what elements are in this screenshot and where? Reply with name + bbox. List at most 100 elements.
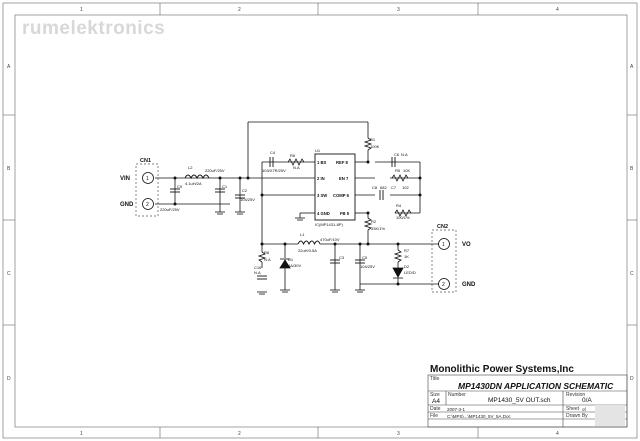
- resistor-r5: [391, 174, 409, 182]
- c6-value: N.A: [401, 152, 408, 157]
- revision-label: Revision: [566, 392, 586, 398]
- cn2-pin1: 1: [442, 242, 445, 248]
- vin-label: VIN: [120, 176, 130, 182]
- border-row-left-c: C: [7, 271, 11, 277]
- junction-dot: [260, 242, 264, 246]
- capacitor-c9: [170, 188, 180, 193]
- junction-dot: [238, 176, 242, 180]
- inductors: [184, 174, 321, 246]
- r5-label: R5: [395, 168, 401, 173]
- c4-label: C4: [270, 150, 276, 155]
- date-value: 2007-3-1: [447, 407, 466, 412]
- r4-label: R4: [396, 203, 402, 208]
- drawn-by-label: Drawn By: [566, 413, 588, 419]
- capacitor-c6: [391, 157, 396, 167]
- revision-value: 0/A: [582, 397, 592, 404]
- junction-dot: [333, 242, 337, 246]
- border-row-right-d: D: [630, 376, 634, 382]
- c5-value: 104/25V: [360, 264, 375, 269]
- l2-label: L2: [188, 165, 193, 170]
- r6-label: R6: [290, 153, 296, 158]
- border-col-top-4: 4: [556, 7, 559, 13]
- junction-dot: [418, 176, 422, 180]
- junction-dot: [173, 176, 177, 180]
- c10-value: 220uF/25V: [160, 207, 180, 212]
- cn1-pin2: 2: [146, 202, 149, 208]
- title-label: Title: [430, 376, 440, 382]
- border-col-top-3: 3: [397, 7, 400, 13]
- junction-dot: [218, 176, 222, 180]
- border-col-bottom-3: 3: [397, 431, 400, 437]
- resistor-r4: [394, 209, 412, 217]
- c8-value: 682: [380, 185, 387, 190]
- c7-label: C7: [391, 185, 397, 190]
- c8-label: C8: [372, 185, 378, 190]
- company-name: Monolithic Power Systems,Inc: [430, 364, 574, 375]
- ground-symbol: [257, 291, 267, 295]
- junction-dot: [173, 202, 177, 206]
- resistors: [257, 137, 412, 263]
- cn1-label: CN1: [140, 158, 151, 164]
- c6-label: C6: [394, 152, 400, 157]
- u1-pin6: COMP 6: [333, 193, 350, 198]
- size-value: A4: [432, 398, 440, 405]
- connector-cn1: [135, 163, 159, 217]
- sheet-label: Sheet: [566, 406, 580, 412]
- junction-dot: [396, 242, 400, 246]
- title-block: [427, 374, 628, 428]
- watermark-text: rumelektronics: [22, 18, 166, 39]
- resistor-r7: [393, 249, 403, 263]
- inductor-l2: [184, 174, 210, 180]
- junction-dot: [246, 176, 250, 180]
- schematic-title: MP1430DN APPLICATION SCHEMATIC: [458, 381, 614, 391]
- c1-label: C1: [222, 184, 228, 189]
- junction-dot: [260, 193, 264, 197]
- junction-dot: [396, 282, 400, 286]
- r4-value: 100/1%: [396, 215, 410, 220]
- capacitors: [170, 157, 396, 280]
- led-d2: [392, 267, 404, 279]
- gnd-out-label: GND: [462, 282, 476, 288]
- r5-value: 10K: [403, 168, 410, 173]
- r7-value: 1K: [404, 254, 409, 259]
- number-value: MP1430_5V OUT.sch: [488, 397, 551, 404]
- u1-label: U1: [315, 148, 321, 153]
- border-col-top-2: 2: [238, 7, 241, 13]
- border-row-right-c: C: [630, 271, 634, 277]
- junction-dot: [366, 242, 370, 246]
- l1-label: L1: [300, 232, 305, 237]
- l2-value: 4.1uH/2A: [185, 181, 202, 186]
- d1-value: 4A/30V: [288, 263, 301, 268]
- u1-pin4: 4 GND: [317, 211, 330, 216]
- size-label: Size: [430, 392, 440, 398]
- resistor-r6: [287, 158, 305, 166]
- capacitor-c5: [355, 259, 365, 264]
- resistor-r1: [363, 137, 373, 151]
- c16-label: C16: [254, 265, 262, 270]
- border-col-bottom-4: 4: [556, 431, 559, 437]
- junction-dot: [283, 242, 287, 246]
- c2-value: 104/25V: [240, 197, 255, 202]
- c16-value: N.A: [254, 270, 261, 275]
- ground-symbol: [280, 289, 290, 293]
- u1-part: IC(MP1431-8P): [315, 222, 343, 227]
- r1-label: R1: [370, 137, 376, 142]
- cn2-label: CN2: [437, 224, 448, 230]
- capacitor-c4: [269, 157, 274, 167]
- sheet-value: of: [582, 407, 586, 412]
- border-row-right-b: B: [630, 166, 634, 172]
- ground-symbol: [355, 289, 365, 293]
- r8-value: N.A: [264, 257, 271, 262]
- d2-label: D2: [404, 264, 410, 269]
- date-label: Date: [430, 406, 441, 412]
- capacitor-c2: [235, 194, 245, 199]
- r1-value: 100K: [370, 144, 380, 149]
- r2-value: 33K/1%: [371, 226, 385, 231]
- r8-label: R8: [264, 250, 270, 255]
- ground-symbols: [215, 211, 365, 295]
- c4-value: 103/X7R/25V: [262, 168, 286, 173]
- u1-pin7: EN 7: [339, 176, 349, 181]
- border-row-left-b: B: [7, 166, 11, 172]
- u1-pin1: 1 BS: [317, 160, 327, 165]
